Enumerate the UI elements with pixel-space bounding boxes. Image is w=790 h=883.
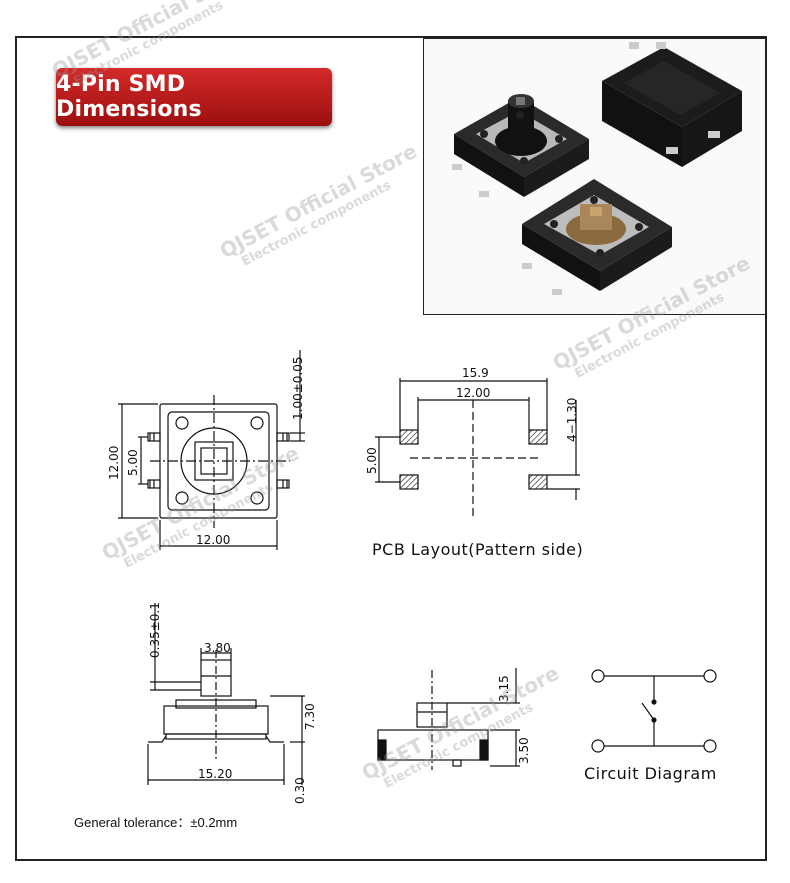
page-title: 4-Pin SMD Dimensions bbox=[56, 72, 202, 122]
title-banner: 4-Pin SMD Dimensions bbox=[56, 68, 332, 126]
pcb-inner-label: 12.00 bbox=[456, 386, 490, 400]
pcb-layout bbox=[375, 378, 580, 518]
product-photo bbox=[423, 38, 766, 315]
width-dim-label: 15.20 bbox=[198, 767, 232, 781]
base-dim-label: 0.30 bbox=[293, 777, 307, 804]
actuator-dim-label: 3.80 bbox=[204, 641, 231, 655]
pcb-pad-label: 4−1.30 bbox=[565, 398, 579, 442]
top-view bbox=[118, 350, 305, 550]
pcb-width-label: 15.9 bbox=[462, 366, 489, 380]
pcb-height-label: 5.00 bbox=[365, 447, 379, 474]
small-base-dim-label: 3.50 bbox=[517, 737, 531, 764]
top-dim-label: 1.00±0.05 bbox=[291, 357, 305, 421]
side-view-small bbox=[377, 668, 520, 770]
tip-dim-label: 0.35±0.1 bbox=[148, 602, 162, 658]
switch-photo-black bbox=[452, 94, 589, 197]
small-top-dim-label: 3.15 bbox=[497, 675, 511, 702]
circuit-caption: Circuit Diagram bbox=[584, 764, 717, 783]
switch-photo-bottom bbox=[602, 42, 742, 167]
height-dim-label: 7.30 bbox=[303, 703, 317, 730]
inner-dim-label: 5.00 bbox=[126, 449, 140, 476]
pcb-caption: PCB Layout(Pattern side) bbox=[372, 540, 584, 559]
side-view bbox=[147, 603, 305, 785]
switch-photo-brown bbox=[522, 179, 672, 295]
left-dim-label: 12.00 bbox=[107, 446, 121, 480]
bottom-dim-label: 12.00 bbox=[196, 533, 230, 547]
tolerance-note: General tolerance：±0.2mm bbox=[74, 815, 238, 830]
circuit-diagram bbox=[591, 669, 717, 753]
